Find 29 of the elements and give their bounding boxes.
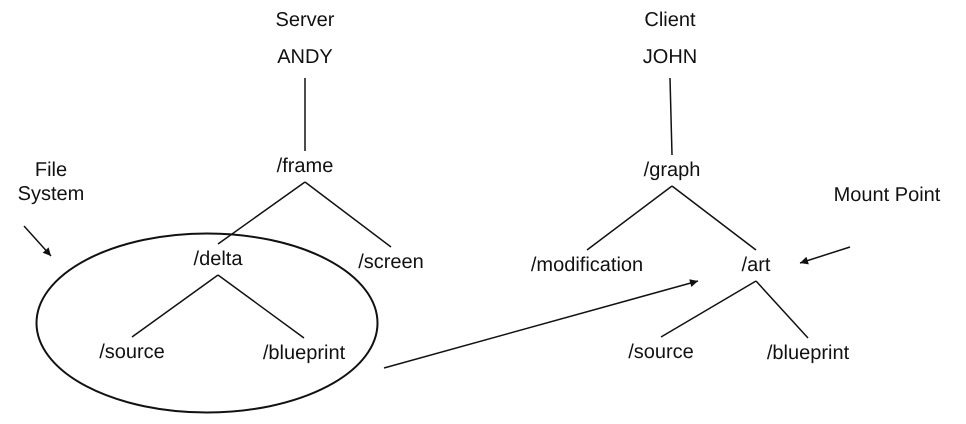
host-label: JOHN — [642, 45, 698, 69]
connector-line — [660, 280, 756, 338]
directory-label: /frame — [276, 154, 334, 178]
connector-line — [586, 185, 672, 251]
host-label: ANDY — [276, 45, 334, 69]
arrow — [384, 279, 698, 369]
callout-label: Mount Point — [832, 183, 942, 207]
directory-label: /art — [740, 253, 772, 277]
directory-label: /blueprint — [766, 341, 850, 365]
connector-line — [132, 274, 218, 338]
arrow — [800, 246, 850, 264]
directory-label: /blueprint — [262, 341, 346, 365]
arrow — [23, 226, 52, 256]
connector-line — [304, 78, 306, 151]
callout-label: File System — [16, 158, 86, 206]
host-label: Server — [274, 8, 336, 32]
host-label: Client — [643, 8, 697, 32]
directory-label: /screen — [357, 250, 425, 274]
connector-line — [672, 185, 756, 251]
directory-label: /modification — [530, 253, 644, 277]
directory-label: /source — [98, 340, 166, 364]
connector-line — [304, 181, 392, 248]
connector-line — [218, 274, 304, 339]
directory-label: /graph — [642, 158, 702, 182]
connector-line — [669, 78, 673, 156]
directory-label: /delta — [192, 247, 244, 271]
connector-line — [218, 181, 306, 245]
connector-line — [755, 280, 809, 338]
directory-label: /source — [627, 340, 695, 364]
